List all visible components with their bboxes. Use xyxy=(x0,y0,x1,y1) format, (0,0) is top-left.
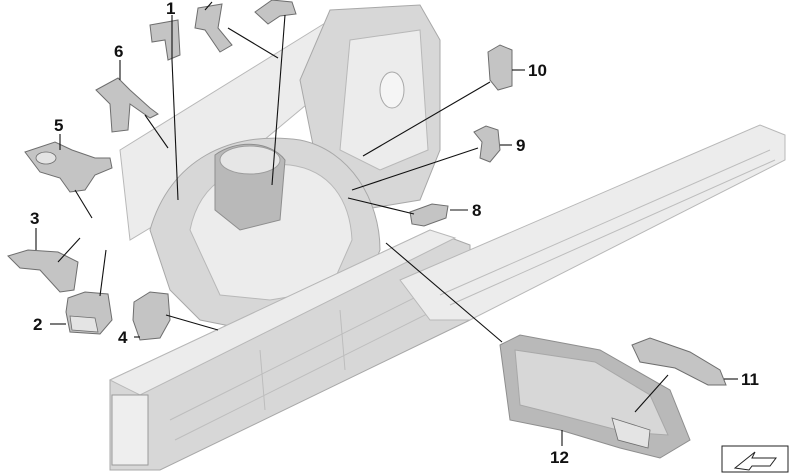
part-9-bracket xyxy=(473,125,501,163)
callout-1: 1 xyxy=(166,0,175,18)
strut-tower-top xyxy=(219,145,281,175)
part-4-bracket xyxy=(132,291,171,341)
part-3-bracket xyxy=(7,249,79,293)
front-structure-assembly xyxy=(108,4,786,471)
part-8-bracket xyxy=(409,203,449,227)
part-12-panel xyxy=(499,334,691,459)
part-1-bracket-b xyxy=(194,3,233,53)
callout-8: 8 xyxy=(472,201,481,220)
callout-labels: 1 2 3 4 5 6 8 9 10 11 12 xyxy=(30,0,759,467)
rail-end-opening xyxy=(111,394,149,466)
leader-lines xyxy=(35,1,738,446)
part-2-bracket xyxy=(65,291,113,335)
callout-2: 2 xyxy=(33,315,42,334)
callout-4: 4 xyxy=(118,328,128,347)
part-1-bracket-c xyxy=(254,0,297,25)
part-1-bracket-a xyxy=(149,19,181,61)
callout-9: 9 xyxy=(516,136,525,155)
part-11-reinforcement xyxy=(631,337,727,386)
a-pillar-hole xyxy=(379,71,405,109)
lower-front-rail-top xyxy=(108,229,457,396)
callout-3: 3 xyxy=(30,209,39,228)
callout-6: 6 xyxy=(114,42,123,61)
callout-11: 11 xyxy=(741,370,759,389)
part-6-bracket xyxy=(95,77,159,133)
callout-5: 5 xyxy=(54,116,63,135)
part-5-bracket xyxy=(24,141,113,193)
direction-arrow-symbol xyxy=(721,445,789,473)
side-sill-rail xyxy=(399,124,786,321)
part-10-bracket xyxy=(487,44,513,91)
callout-12: 12 xyxy=(550,448,569,467)
callout-10: 10 xyxy=(528,61,547,80)
